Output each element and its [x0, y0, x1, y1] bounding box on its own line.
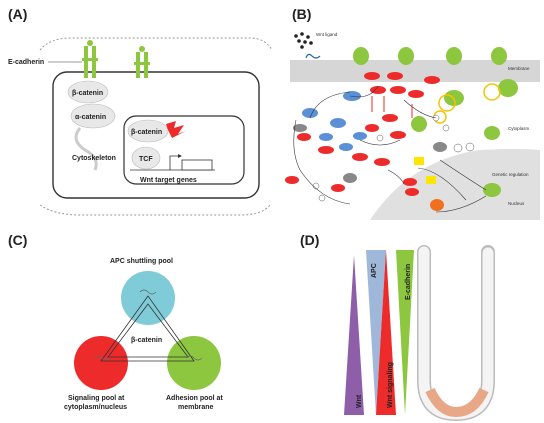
apc-pool-circle [121, 271, 175, 325]
membrane-receptors [353, 47, 518, 197]
wnt-signaling-gradient [376, 250, 396, 415]
alpha-catenin-label: α-catenin [75, 114, 106, 121]
wnt-label: Wnt [356, 394, 363, 408]
beta-catenin-top-label: β-catenin [72, 90, 103, 97]
red-arrows [371, 96, 413, 118]
ecadherin-gradient [396, 250, 414, 415]
panel-d: Wnt APC Wnt signaling E-cadherin [344, 245, 495, 422]
orange-node [430, 199, 444, 211]
yellow-nodes [414, 157, 436, 184]
beta-catenin-nuclear [127, 119, 169, 143]
yellow-rings [433, 83, 501, 124]
wnt-ligand-dots [294, 32, 313, 49]
wnt-gradient [344, 255, 364, 415]
signaling-pool-circle [74, 336, 128, 390]
membrane-band [290, 60, 540, 82]
panel-b: Membrane Cytoplasm Nucleus Wnt ligand Ge… [285, 32, 540, 220]
step-circles [312, 114, 475, 202]
wnt-target-genes-label: Wnt target genes [140, 177, 197, 184]
wnt-ligand-label: Wnt ligand [316, 32, 338, 37]
panel-a: E-cadherin β-catenin α-catenin Cytoskele… [8, 37, 273, 216]
blue-nodes [302, 91, 367, 151]
apc-label: APC [371, 263, 378, 278]
wnt-signaling-label: Wnt signaling [387, 362, 394, 408]
cytoplasm-label: Cytoplasm [508, 126, 530, 131]
panel-a-label: (A) [8, 6, 28, 22]
molecule-squiggles [93, 289, 203, 361]
tcf-label: TCF [139, 156, 153, 163]
ecadherin-receptor-left [82, 40, 98, 78]
wnt-signal-icon [166, 121, 186, 138]
genetic-label: Genetic regulation [492, 172, 529, 177]
red-nodes [285, 72, 440, 196]
cytoskeleton-label: Cytoskeleton [72, 155, 116, 162]
apc-gradient [366, 250, 386, 415]
ecadherin-receptor-right [134, 46, 150, 78]
ecadherin-d-label: E-cadherin [405, 264, 412, 300]
nucleus-region [370, 149, 540, 220]
panel-d-label: (D) [300, 232, 320, 248]
crypt-base-cells [425, 387, 489, 418]
panel-b-label: (B) [292, 6, 312, 22]
alpha-catenin [70, 103, 116, 129]
adhesion-pool-circle [167, 336, 221, 390]
membrane-label: Membrane [508, 66, 530, 71]
pathway-arrows [293, 85, 487, 213]
gray-nodes [293, 124, 447, 183]
center-label: β-catenin [131, 337, 162, 344]
panel-c-label: (C) [8, 232, 28, 248]
ecadherin-label: E-cadherin [8, 59, 44, 66]
panel-c: APC shuttling pool β-catenin Signaling p… [64, 258, 223, 411]
nucleus-label: Nucleus [508, 201, 525, 206]
tcf [131, 146, 161, 170]
beta-catenin-membrane [67, 80, 109, 104]
beta-catenin-nuc-label: β-catenin [131, 129, 162, 136]
apc-pool-label: APC shuttling pool [110, 258, 173, 265]
triangle-lines [100, 295, 195, 362]
